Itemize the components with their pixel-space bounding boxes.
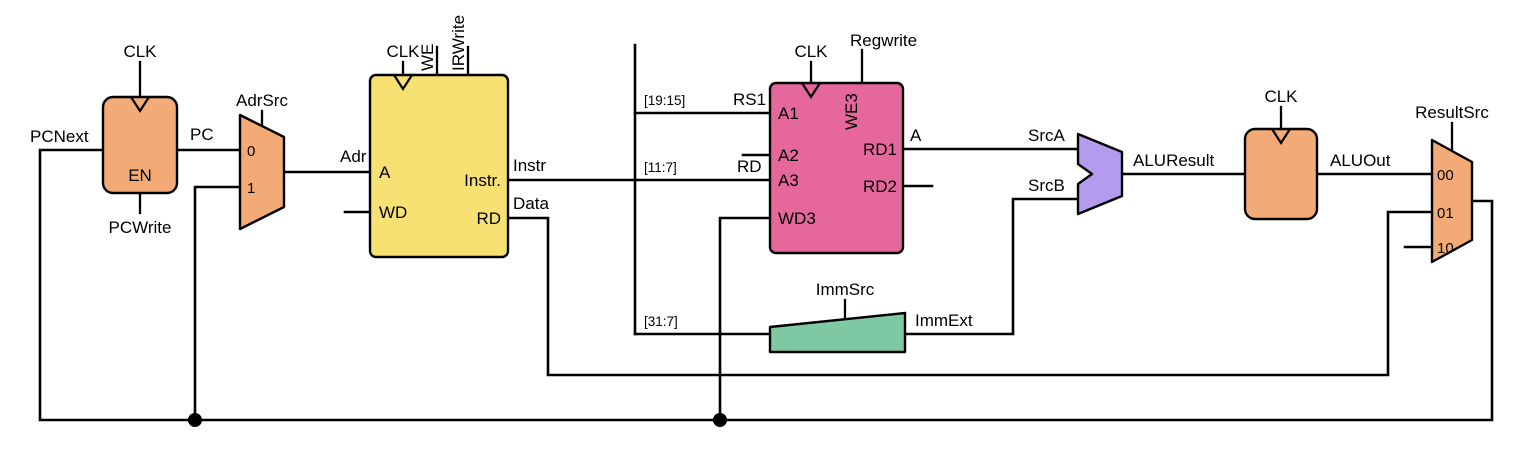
immext-label: ImmExt [915, 311, 973, 330]
memory-wd-port-label: WD [379, 203, 407, 222]
regfile-a2-port-label: A2 [778, 146, 799, 165]
field-rs1-label: RS1 [733, 90, 766, 109]
memory-clock-wedge-icon [393, 74, 413, 92]
aluout-register: CLK ALUOut [1243, 87, 1391, 221]
field-rs1-range-label: [19:15] [644, 93, 685, 108]
adrsrc-label: AdrSrc [236, 91, 288, 110]
memory-instr-port-label: Instr. [464, 171, 501, 190]
regfile-clock-wedge-icon [801, 82, 821, 100]
wire-result-to-wd3 [718, 216, 772, 422]
memory-box [368, 73, 510, 259]
aluout-clock-wedge-icon [1271, 128, 1291, 146]
junction-dot-wd3 [713, 413, 727, 427]
pcwrite-label: PCWrite [109, 218, 172, 237]
srca-label: SrcA [1028, 126, 1066, 145]
srcb-label: SrcB [1028, 176, 1065, 195]
resultsrc-input01-label: 01 [1437, 205, 1454, 222]
pc-register-box [101, 95, 179, 195]
instr-field-labels: [19:15] RS1 [11:7] RD [31:7] [644, 90, 766, 329]
alu: SrcA SrcB ALUResult [1028, 126, 1215, 216]
pc-clk-label: CLK [123, 42, 157, 61]
aluout-label: ALUOut [1330, 151, 1391, 170]
wire-immext-to-srcb [903, 197, 1080, 336]
pc-en-port-label: EN [128, 166, 152, 185]
regfile-clk-label: CLK [794, 42, 828, 61]
resultsrc-mux-shape [1430, 138, 1474, 264]
regfile-a3-port-label: A3 [778, 171, 799, 190]
regfile-we3-port-label: WE3 [842, 93, 861, 130]
wire-result-to-adrmux1 [193, 185, 242, 422]
pcnext-label: PCNext [30, 127, 89, 146]
data-bus-label: Data [513, 194, 549, 213]
regfile-rd2-port-label: RD2 [863, 177, 897, 196]
field-rd-label: RD [737, 157, 762, 176]
adrsrc-mux-shape [238, 113, 286, 231]
adr-label: Adr [340, 147, 367, 166]
regwrite-label: Regwrite [850, 31, 917, 50]
resultsrc-input00-label: 00 [1437, 167, 1454, 184]
immsrc-label: ImmSrc [816, 280, 875, 299]
resultsrc-mux: ResultSrc 00 01 10 [1415, 103, 1489, 264]
memory-clk-label: CLK [386, 42, 420, 61]
alu-shape [1076, 132, 1124, 216]
aluout-clk-label: CLK [1264, 87, 1298, 106]
adrsrc-input1-label: 1 [247, 180, 255, 197]
a-bus-label: A [910, 126, 922, 145]
adrsrc-input0-label: 0 [247, 143, 255, 160]
irwrite-label: IRWrite [449, 15, 468, 71]
adrsrc-mux: AdrSrc 0 1 Adr [236, 91, 367, 231]
regfile-wd3-port-label: WD3 [778, 209, 816, 228]
memory-rd-port-label: RD [476, 209, 501, 228]
junction-dot-adrmux [188, 413, 202, 427]
extend-unit-shape [768, 311, 907, 354]
pc-register: CLK EN PCWrite PCNext PC [30, 42, 214, 237]
field-rd-range-label: [11:7] [644, 160, 677, 175]
resultsrc-label: ResultSrc [1415, 103, 1489, 122]
wire-data-to-resultmux01 [506, 210, 1434, 377]
memory-we-port-label: WE [418, 44, 437, 71]
regfile-rd1-port-label: RD1 [863, 140, 897, 159]
aluresult-label: ALUResult [1133, 151, 1215, 170]
field-imm-range-label: [31:7] [644, 314, 678, 329]
resultsrc-input10-label: 10 [1437, 240, 1454, 257]
pc-clock-wedge-icon [130, 96, 150, 114]
wires [38, 43, 1494, 427]
pc-label: PC [190, 125, 214, 144]
aluout-register-box [1243, 127, 1319, 221]
memory-a-port-label: A [379, 163, 391, 182]
register-file-box [768, 81, 905, 255]
register-file: CLK Regwrite WE3 A1 A2 A3 WD3 RD1 RD2 A [768, 31, 922, 255]
regfile-a1-port-label: A1 [778, 104, 799, 123]
instr-bus-label: Instr [513, 156, 546, 175]
wire-result-feedback [38, 148, 1494, 422]
extend-unit: ImmSrc ImmExt [768, 280, 973, 354]
instr-data-memory: CLK WE IRWrite A WD Instr. RD Instr Data [368, 15, 549, 259]
